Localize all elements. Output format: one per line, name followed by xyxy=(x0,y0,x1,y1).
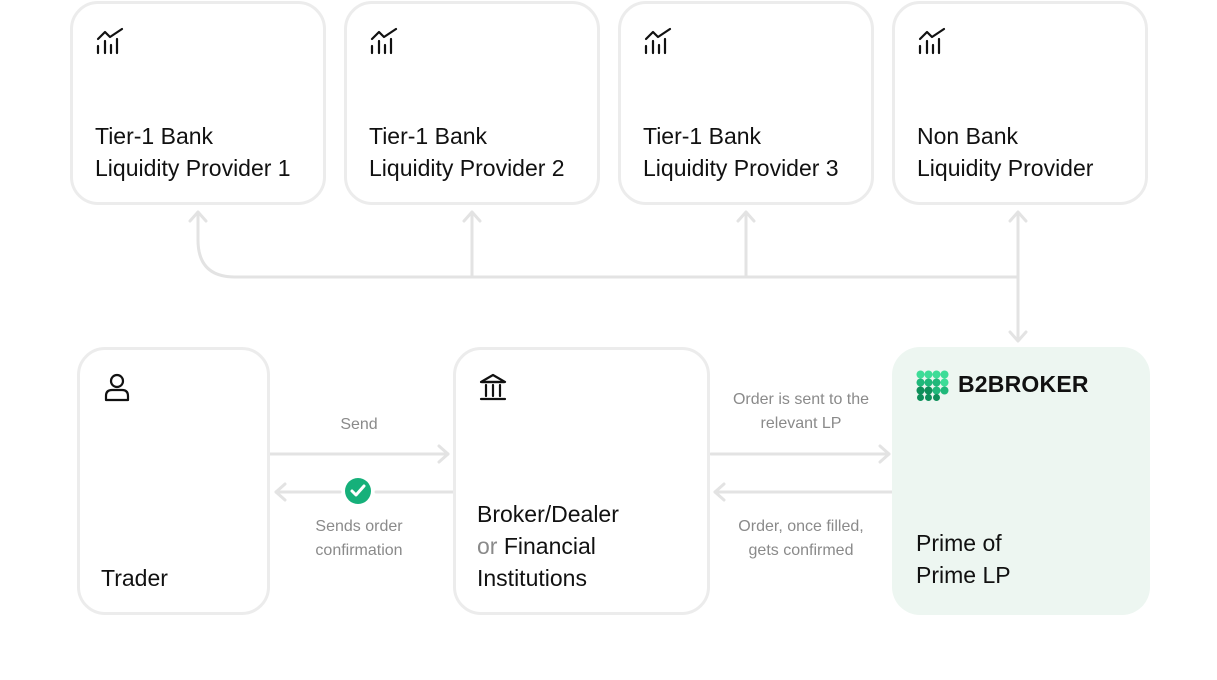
lp-title: Non Bank Liquidity Provider xyxy=(917,123,1094,181)
chart-icon xyxy=(644,27,672,55)
arrowhead-up-4 xyxy=(1008,210,1028,223)
order-sent-label: Order is sent to the relevant LP xyxy=(732,391,870,432)
order-filled-label: Order, once filled, gets confirmed xyxy=(738,518,864,559)
lp-card-1: Tier-1 Bank Liquidity Provider 1 xyxy=(70,1,326,205)
lp-card-3: Tier-1 Bank Liquidity Provider 3 xyxy=(618,1,874,205)
confirm-arrowhead xyxy=(274,482,287,502)
brand-name: B2BROKER xyxy=(958,371,1089,397)
chart-icon xyxy=(918,27,946,55)
check-badge-icon xyxy=(345,478,371,504)
broker-or: or xyxy=(477,533,498,559)
arrowhead-up-2 xyxy=(462,210,482,223)
b2broker-logo-icon xyxy=(916,370,949,401)
arrowhead-up-3 xyxy=(736,210,756,223)
chart-icon xyxy=(370,27,398,55)
send-arrowhead xyxy=(437,444,450,464)
order-filled-arrowhead xyxy=(713,482,726,502)
arrowhead-up-1 xyxy=(188,210,208,223)
send-label: Send xyxy=(340,416,378,433)
prime-card: B2BROKER Prime of Prime LP xyxy=(892,347,1150,615)
lp-title: Tier-1 Bank Liquidity Provider 3 xyxy=(643,123,839,181)
broker-card: Broker/Dealer or Financial Institutions xyxy=(453,347,710,615)
lp-card-4: Non Bank Liquidity Provider xyxy=(892,1,1148,205)
chart-icon xyxy=(96,27,124,55)
user-icon xyxy=(104,373,130,402)
confirmation-label: Sends order confirmation xyxy=(315,518,403,559)
lp-bus-line xyxy=(196,211,1020,279)
trader-label: Trader xyxy=(101,565,168,591)
arrowhead-down-prime xyxy=(1008,330,1028,343)
broker-title: Broker/Dealer or Financial Institutions xyxy=(477,501,619,591)
lp-card-2: Tier-1 Bank Liquidity Provider 2 xyxy=(344,1,600,205)
bank-icon xyxy=(479,373,507,401)
trader-card: Trader xyxy=(77,347,270,615)
order-sent-arrowhead xyxy=(878,444,891,464)
lp-title: Tier-1 Bank Liquidity Provider 1 xyxy=(95,123,291,181)
prime-title: Prime of Prime LP xyxy=(916,530,1011,588)
lp-title: Tier-1 Bank Liquidity Provider 2 xyxy=(369,123,565,181)
